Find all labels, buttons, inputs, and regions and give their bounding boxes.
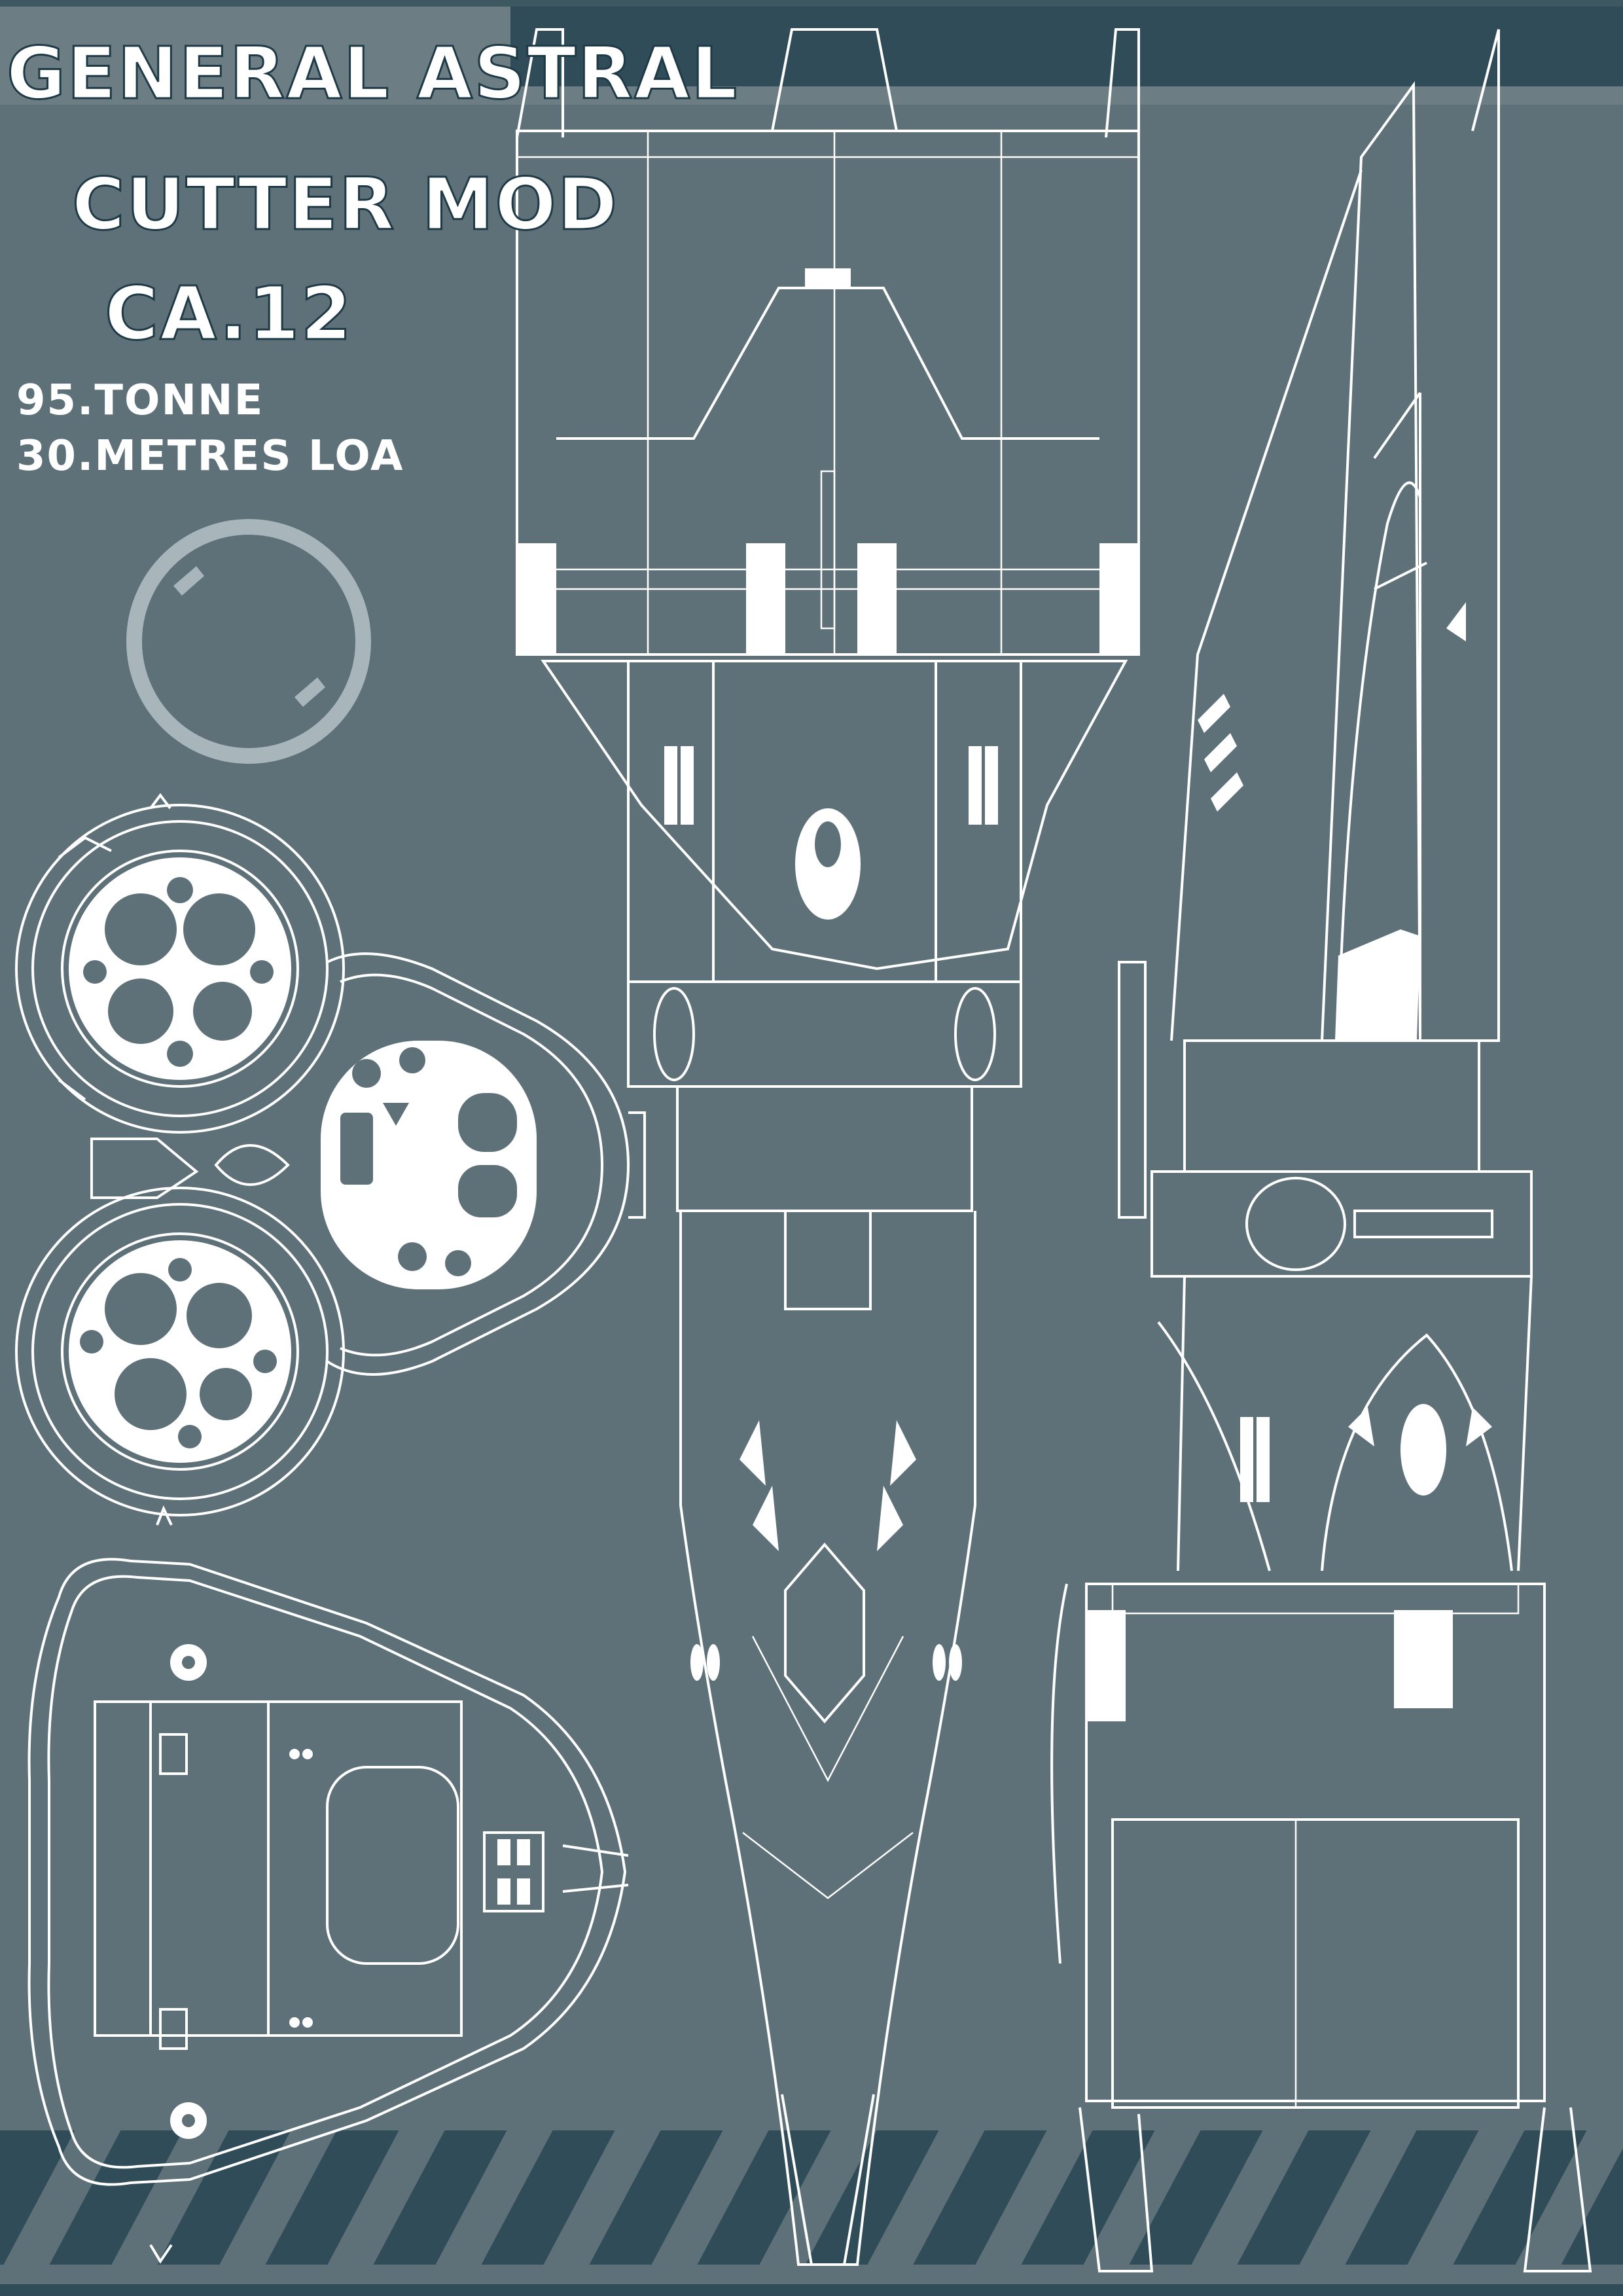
footer-edge xyxy=(0,2284,1623,2296)
header-bar xyxy=(510,7,1623,86)
front-view-drawing xyxy=(15,793,646,1516)
top-view-drawing xyxy=(516,28,1140,2266)
title-line-2: CUTTER MOD xyxy=(71,162,619,247)
spec-mass: 95.TONNE xyxy=(16,376,264,425)
porthole-icon xyxy=(126,519,371,764)
model-code: CA.12 xyxy=(103,271,353,358)
title-line-1: GENERAL ASTRAL xyxy=(5,31,739,117)
header-band xyxy=(0,0,1623,105)
spec-length: 30.METRES LOA xyxy=(16,432,404,480)
side-view-drawing xyxy=(1050,29,1592,2272)
rear-view-drawing xyxy=(27,1505,629,2264)
header-edge xyxy=(0,0,1623,7)
